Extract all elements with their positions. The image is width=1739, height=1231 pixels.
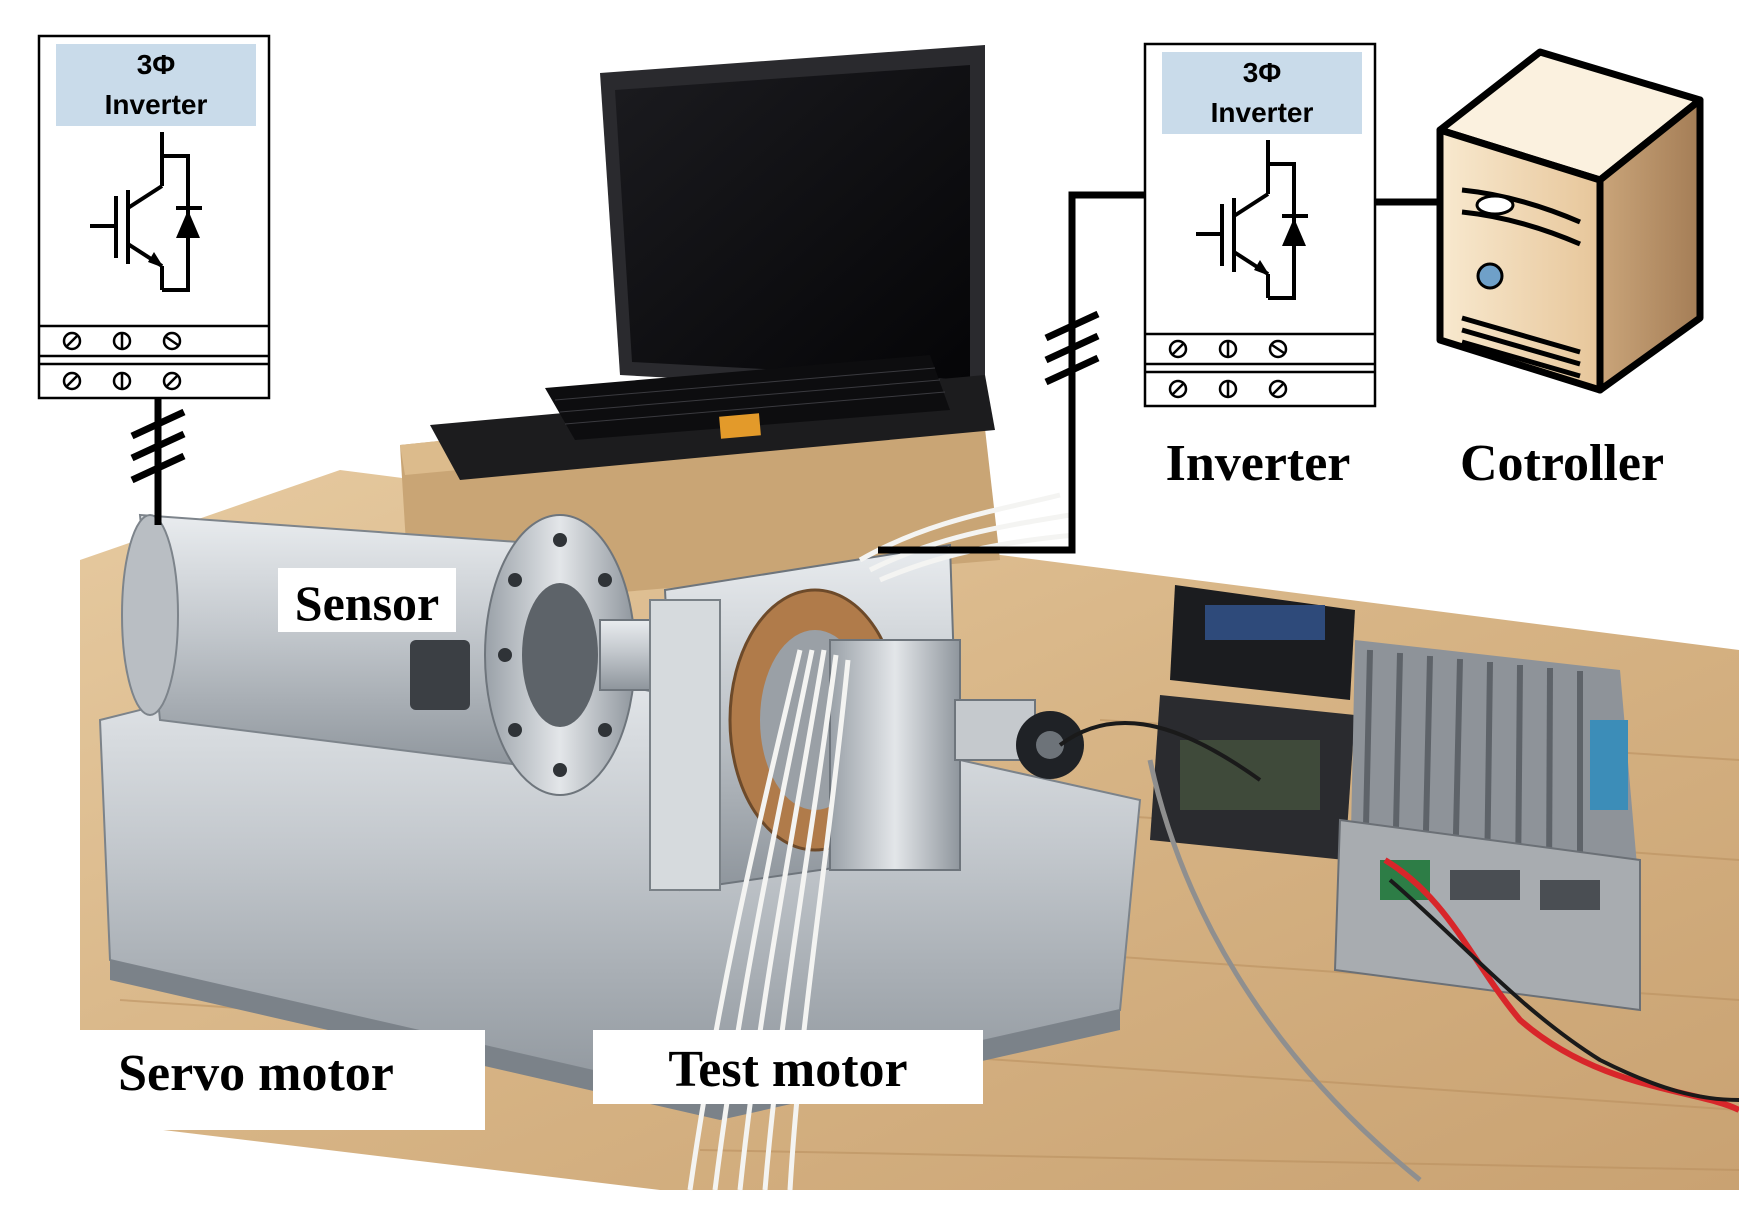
left-inverter-badge-line2: Inverter bbox=[105, 89, 208, 120]
right-inverter-badge-line2: Inverter bbox=[1211, 97, 1314, 128]
sensor-label-bg bbox=[278, 568, 456, 632]
test-motor-label-bg bbox=[593, 1030, 983, 1104]
left-inverter-badge bbox=[56, 44, 256, 126]
test-motor-label: Test motor bbox=[668, 1041, 907, 1098]
right-inverter-badge bbox=[1162, 52, 1362, 134]
left-three-phase-wire bbox=[130, 398, 186, 525]
screw-terminal-icon bbox=[1168, 339, 1288, 399]
servo-motor-label-bg bbox=[70, 1030, 485, 1130]
right-three-phase-wire bbox=[878, 191, 1145, 554]
sensor-label: Sensor bbox=[295, 575, 439, 631]
igbt-diode-icon bbox=[90, 132, 202, 292]
three-phase-slash-icon bbox=[1044, 310, 1100, 386]
controller-hardware bbox=[1333, 640, 1641, 1012]
servo-motor-label: Servo motor bbox=[118, 1045, 394, 1102]
inverter-caption: Inverter bbox=[1166, 435, 1351, 492]
three-phase-slash-icon bbox=[130, 408, 186, 484]
laptop bbox=[430, 45, 995, 480]
test-bench-photo bbox=[80, 45, 1739, 1191]
screw-terminal-icon bbox=[62, 331, 182, 391]
controller-caption: Cotroller bbox=[1460, 435, 1664, 492]
left-inverter-block: 3Φ Inverter bbox=[37, 34, 271, 400]
right-inverter-badge-line1: 3Φ bbox=[1243, 57, 1282, 88]
left-inverter-badge-line1: 3Φ bbox=[137, 49, 176, 80]
right-inverter-block: 3Φ Inverter bbox=[1143, 42, 1377, 408]
winding-wires bbox=[687, 492, 1076, 1191]
digital-indicators bbox=[1150, 585, 1355, 860]
desktop-tower-icon bbox=[1436, 48, 1704, 394]
